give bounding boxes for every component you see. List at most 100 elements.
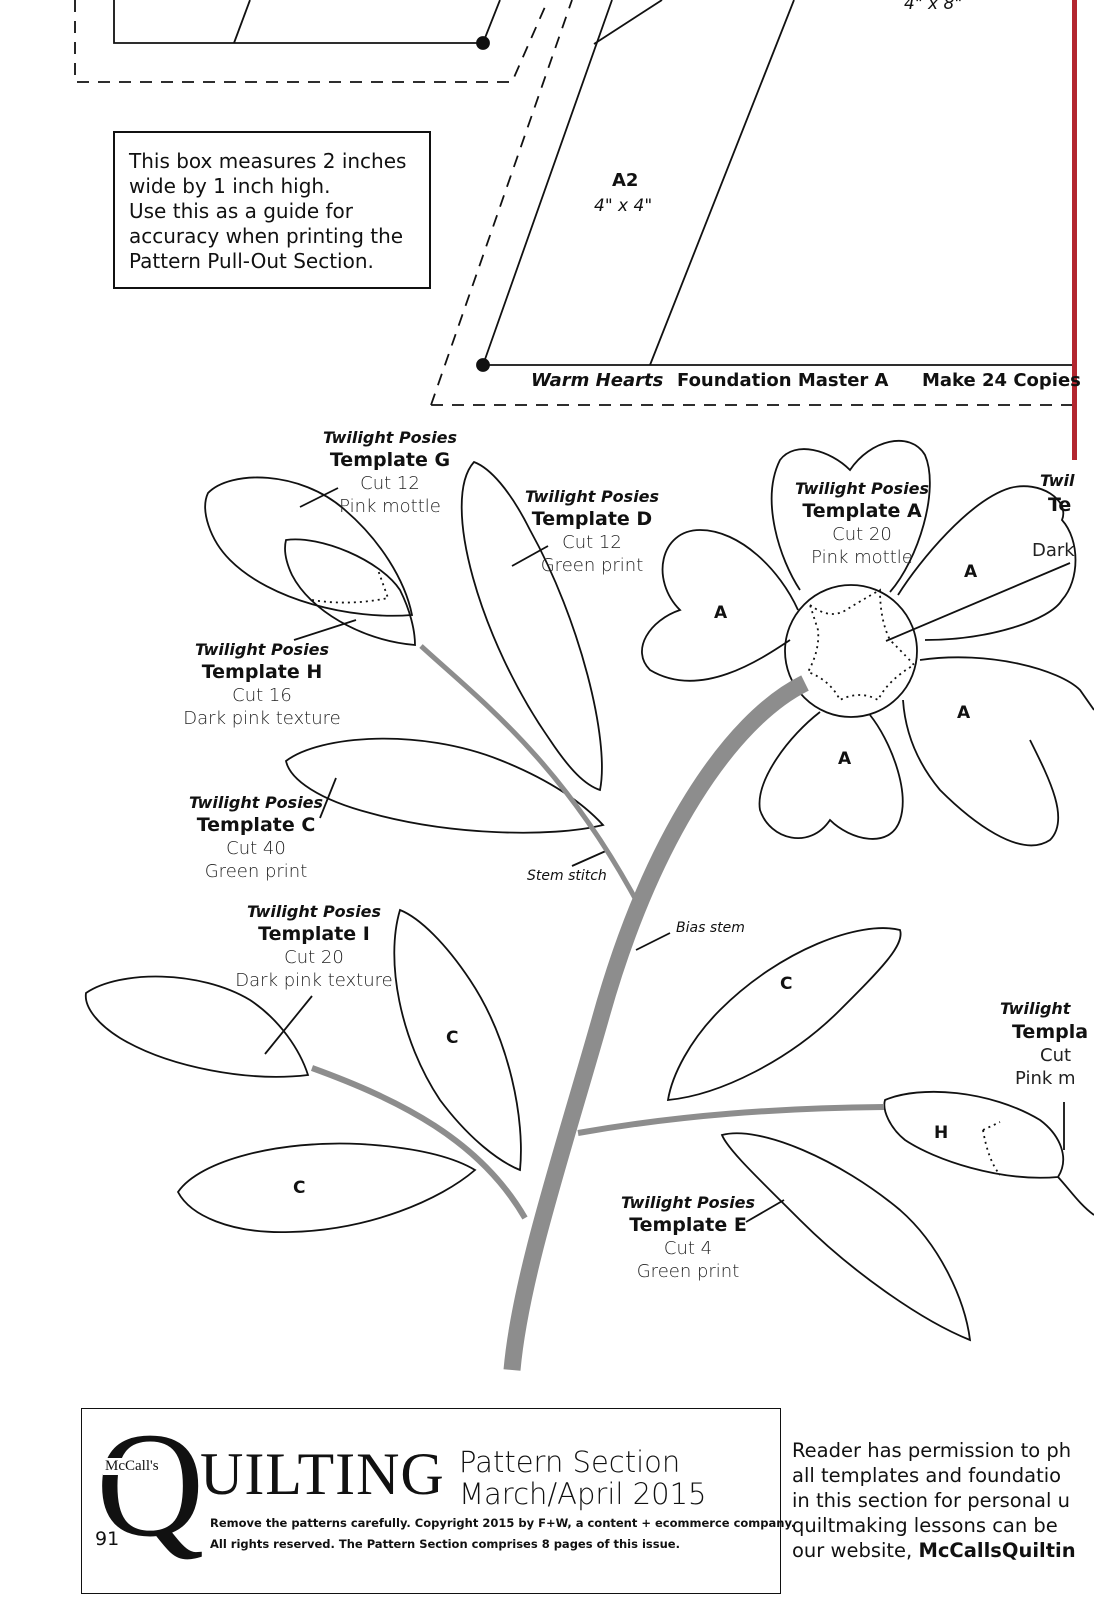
template-h-fabric: Dark pink texture: [183, 708, 341, 729]
template-c-fabric: Green print: [204, 861, 308, 882]
template-e-cut: Cut 4: [663, 1238, 713, 1259]
piece-letter-a-left: A: [714, 603, 728, 623]
template-g-shape-partial: [1057, 1176, 1094, 1216]
partial-label-top-name: Te: [1048, 494, 1072, 516]
petal-left: [641, 529, 799, 682]
permission-text: Reader has permission to ph all template…: [792, 1438, 1076, 1563]
print-guide-box: This box measures 2 inches wide by 1 inc…: [113, 131, 431, 289]
template-h-shape-2: [883, 1090, 1065, 1179]
flower-center-seam: [806, 588, 916, 702]
template-d-name: Template D: [531, 508, 653, 530]
piece-letter-a-bottom: A: [838, 749, 852, 769]
petal-bottom: [758, 711, 904, 840]
stem-stitch-upper: [419, 644, 639, 902]
bias-stem-leader: [635, 932, 671, 951]
legal-notice: Remove the patterns carefully. Copyright…: [210, 1513, 795, 1555]
foundation-fragment-dashed-border: [74, 0, 549, 83]
stem-stitch-lower: [310, 1065, 528, 1220]
guide-line-4: accuracy when printing the: [129, 224, 404, 248]
piece-letter-h-right: H: [934, 1123, 949, 1143]
section-title: Pattern Section: [459, 1445, 681, 1479]
partial-label-mid-cut: Cut: [1040, 1045, 1072, 1066]
template-c-shape-1: [285, 737, 605, 834]
brand-mccalls: McCall's: [103, 1458, 161, 1475]
stem-stitch-right: [577, 1104, 885, 1136]
template-h-shape: [284, 538, 416, 646]
template-e-series: Twilight Posies: [620, 1193, 756, 1212]
template-d-fabric: Green print: [540, 555, 644, 576]
template-c-series: Twilight Posies: [188, 793, 324, 812]
partial-label-mid-series: Twilight: [1000, 999, 1071, 1018]
website-link[interactable]: McCallsQuiltin: [918, 1539, 1076, 1562]
template-a-leader: [885, 562, 1071, 642]
template-i-name: Template I: [258, 923, 370, 945]
legal-line-2: All rights reserved. The Pattern Section…: [210, 1537, 680, 1551]
partial-label-mid-fabric: Pink m: [1015, 1068, 1076, 1089]
template-a-series: Twilight Posies: [794, 479, 930, 498]
template-e-fabric: Green print: [636, 1261, 740, 1282]
template-c-shape-4: [666, 927, 902, 1102]
permission-line-3: in this section for personal u: [792, 1489, 1070, 1512]
template-e-shape: [720, 1132, 972, 1342]
template-i-leader: [264, 995, 313, 1055]
template-c-cut: Cut 40: [226, 838, 286, 859]
foundation-copies: Make 24 Copies: [922, 370, 1081, 391]
guide-line-1: This box measures 2 inches: [129, 149, 407, 173]
bias-stem-label: Bias stem: [676, 920, 745, 936]
flower-center: [784, 584, 918, 718]
section-issue: March/April 2015: [459, 1477, 707, 1511]
template-c-shape-2: [393, 908, 522, 1172]
partial-label-top-fabric: Dark: [1032, 540, 1075, 561]
template-i-cut: Cut 20: [284, 947, 344, 968]
template-g-name: Template G: [329, 449, 451, 471]
template-a-cut: Cut 20: [832, 524, 892, 545]
piece-letter-a-lower-right: A: [957, 703, 971, 723]
foundation-piece-label: A2: [612, 170, 639, 191]
template-c-label: Twilight Posies Template C Cut 40 Green …: [172, 791, 340, 883]
guide-line-3: Use this as a guide for: [129, 199, 354, 223]
template-c-leader: [319, 777, 337, 819]
petal-lower-right: [902, 656, 1094, 847]
permission-line-1: Reader has permission to ph: [792, 1439, 1072, 1462]
brand-wordmark: UILTING: [200, 1441, 445, 1507]
foundation-master-label: Foundation Master A: [677, 370, 889, 391]
brand-q: Q: [96, 1402, 205, 1568]
partial-label-top-series: Twil: [1040, 471, 1075, 490]
petal-upper-right: [897, 485, 1077, 641]
foundation-a-outline: [482, 0, 1094, 366]
template-e-leader: [745, 1199, 785, 1223]
legal-line-1: Remove the patterns carefully. Copyright…: [210, 1516, 796, 1530]
template-i-series: Twilight Posies: [246, 902, 382, 921]
pattern-section-title: Pattern Section March/April 2015: [459, 1446, 706, 1510]
template-h-name: Template H: [201, 661, 323, 683]
template-g-cut: Cut 12: [360, 473, 420, 494]
permission-line-5-text: our website,: [792, 1539, 919, 1562]
piece-letter-c-vertical: C: [446, 1028, 459, 1048]
guide-line-2: wide by 1 inch high.: [129, 174, 331, 198]
template-d-series: Twilight Posies: [524, 487, 660, 506]
template-c-name: Template C: [196, 814, 316, 836]
template-c-shape-3: [176, 1142, 477, 1233]
piece-letter-c-bottom: C: [293, 1178, 306, 1198]
template-g-series: Twilight Posies: [322, 428, 458, 447]
piece-letter-c-right: C: [780, 974, 793, 994]
guide-line-5: Pattern Pull-Out Section.: [129, 249, 374, 273]
template-d-shape: [460, 460, 603, 792]
template-d-leader: [511, 545, 549, 567]
template-h-series: Twilight Posies: [194, 640, 330, 659]
template-g-shape: [204, 476, 414, 617]
permission-line-4: quiltmaking lessons can be: [792, 1514, 1058, 1537]
template-i-label: Twilight Posies Template I Cut 20 Dark p…: [230, 900, 398, 992]
foundation-piece-size: 4" x 4": [594, 196, 653, 216]
foundation-start-dot: [476, 36, 490, 50]
footer-box: [81, 1408, 781, 1594]
foundation-a-dot: [476, 358, 490, 372]
foundation-quilt-name: Warm Hearts: [531, 370, 664, 391]
template-h-seam-2: [982, 1121, 1001, 1176]
template-e-name: Template E: [629, 1214, 747, 1236]
template-h-seam: [311, 569, 390, 604]
foundation-fragment-seam: [233, 0, 251, 44]
piece-letter-a-upper-right: A: [964, 562, 978, 582]
template-g-label: Twilight Posies Template G Cut 12 Pink m…: [306, 426, 474, 518]
